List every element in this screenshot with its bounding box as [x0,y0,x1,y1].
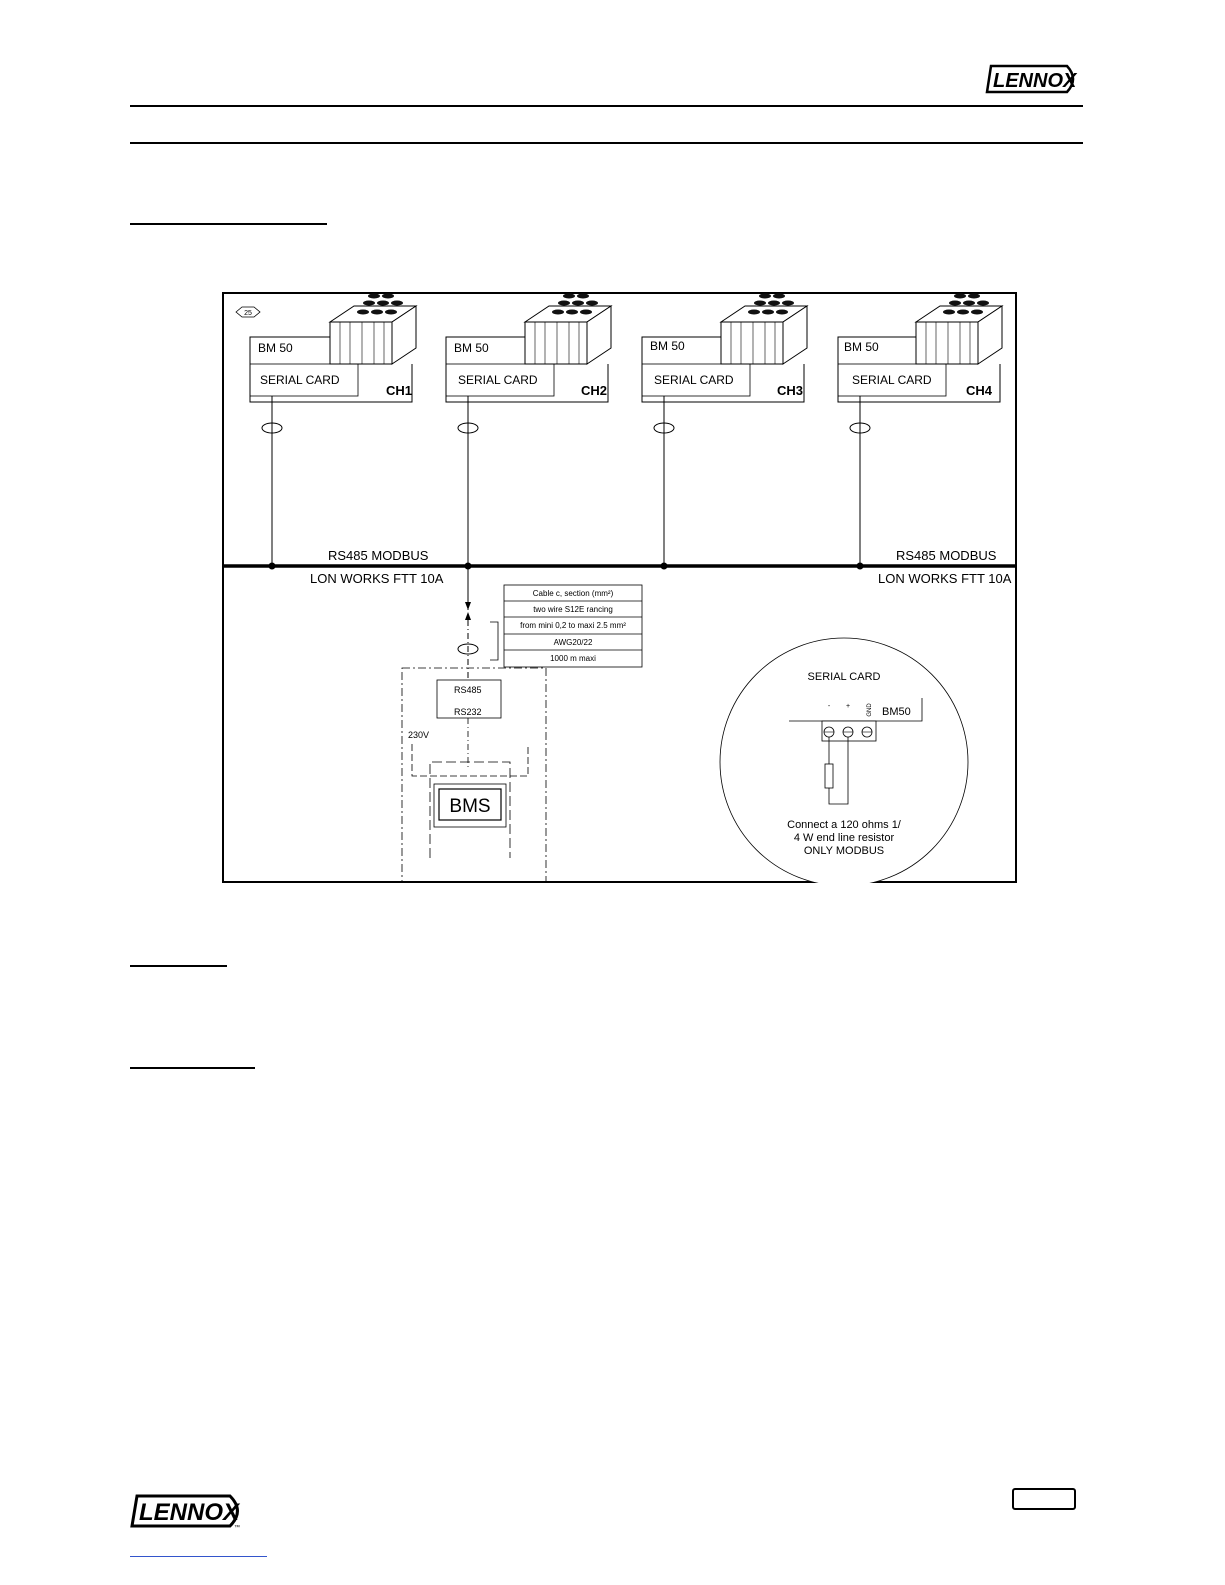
serial-card-label-ch3: SERIAL CARD [654,373,734,387]
gateway-enclosure [401,667,547,883]
detail-title: SERIAL CARD [808,671,881,683]
unit-model-ch1: BM 50 [258,341,293,355]
gateway-rs485: RS485 [454,685,482,695]
header-logo: LENNOX [985,62,1080,96]
serial-card-label-ch2: SERIAL CARD [458,373,538,387]
serial-card-label-ch4: SERIAL CARD [852,373,932,387]
terminal-gnd-label: GND [867,703,873,717]
cable-row-section: Cable c, section (mm²) [533,589,614,598]
detail-board-label: BM50 [882,706,911,718]
bms-computer-icon: BMS [429,761,511,858]
section-underline-2 [130,965,227,967]
detail-note-line2: 4 W end line resistor [794,832,895,844]
lennox-logo-icon: LENNOX [985,64,1078,94]
chiller-unit-icon [719,293,809,365]
bus-label-left-top: RS485 MODBUS [328,548,429,563]
unit-id-ch4: CH4 [966,383,993,398]
unit-ch4: BM 50 SERIAL CARD CH4 [837,293,1004,570]
cable-row-length: 1000 m maxi [550,654,596,663]
serial-card-label-ch1: SERIAL CARD [260,373,340,387]
chiller-unit-icon [523,293,613,365]
unit-id-ch1: CH1 [386,383,412,398]
unit-model-ch4: BM 50 [844,340,879,354]
power-label: 230V [408,730,429,740]
terminal-minus-label: - [828,703,831,710]
figure-number-badge: 25 [235,306,261,318]
section-underline-1 [130,223,327,225]
header-rule-top [130,105,1083,107]
detail-note-line3: ONLY MODBUS [804,845,884,857]
unit-id-ch2: CH2 [581,383,607,398]
footer-trademark: ™ [234,1524,240,1530]
serial-card-detail: SERIAL CARD BM50 - + GND Connect a 120 o… [719,637,969,887]
cable-row-awg: AWG20/22 [554,638,593,647]
bus-label-right-bottom: LON WORKS FTT 10A [878,571,1012,586]
gateway-box [436,679,502,719]
unit-ch2: BM 50 SERIAL CARD CH2 [445,293,613,570]
arrow-up-icon [465,612,471,620]
gateway-rs232: RS232 [454,707,482,717]
wiring-diagram: 25 BM [222,292,1017,887]
detail-note-line1: Connect a 120 ohms 1/ [787,819,902,831]
footer-brand: LENNOX [139,1499,241,1526]
cable-row-wire: two wire S12E rancing [533,605,613,614]
footer-link-underline [130,1556,267,1557]
unit-ch1: BM 50 SERIAL CARD CH1 [249,293,418,570]
terminal-plus-label: + [846,703,850,710]
page-number-box [1012,1488,1076,1510]
header-brand: LENNOX [993,70,1078,92]
lennox-logo-icon: LENNOX ™ [130,1494,241,1531]
section-underline-3 [130,1067,255,1069]
unit-model-ch3: BM 50 [650,339,685,353]
chiller-unit-icon [328,293,418,365]
arrow-down-icon [465,602,471,610]
bms-label: BMS [449,796,490,817]
cable-row-range: from mini 0,2 to maxi 2.5 mm² [520,621,626,630]
unit-model-ch2: BM 50 [454,341,489,355]
wiring-diagram-svg: 25 BM [222,292,1017,887]
unit-id-ch3: CH3 [777,383,803,398]
figure-number: 25 [244,310,252,317]
footer-logo: LENNOX ™ [130,1492,248,1531]
resistor-icon [824,763,834,789]
cable-spec-table: Cable c, section (mm²) two wire S12E ran… [503,584,643,668]
chiller-unit-icon [914,293,1004,365]
bus-label-left-bottom: LON WORKS FTT 10A [310,571,444,586]
header-rule-bottom [130,142,1083,144]
bus-label-right-top: RS485 MODBUS [896,548,997,563]
